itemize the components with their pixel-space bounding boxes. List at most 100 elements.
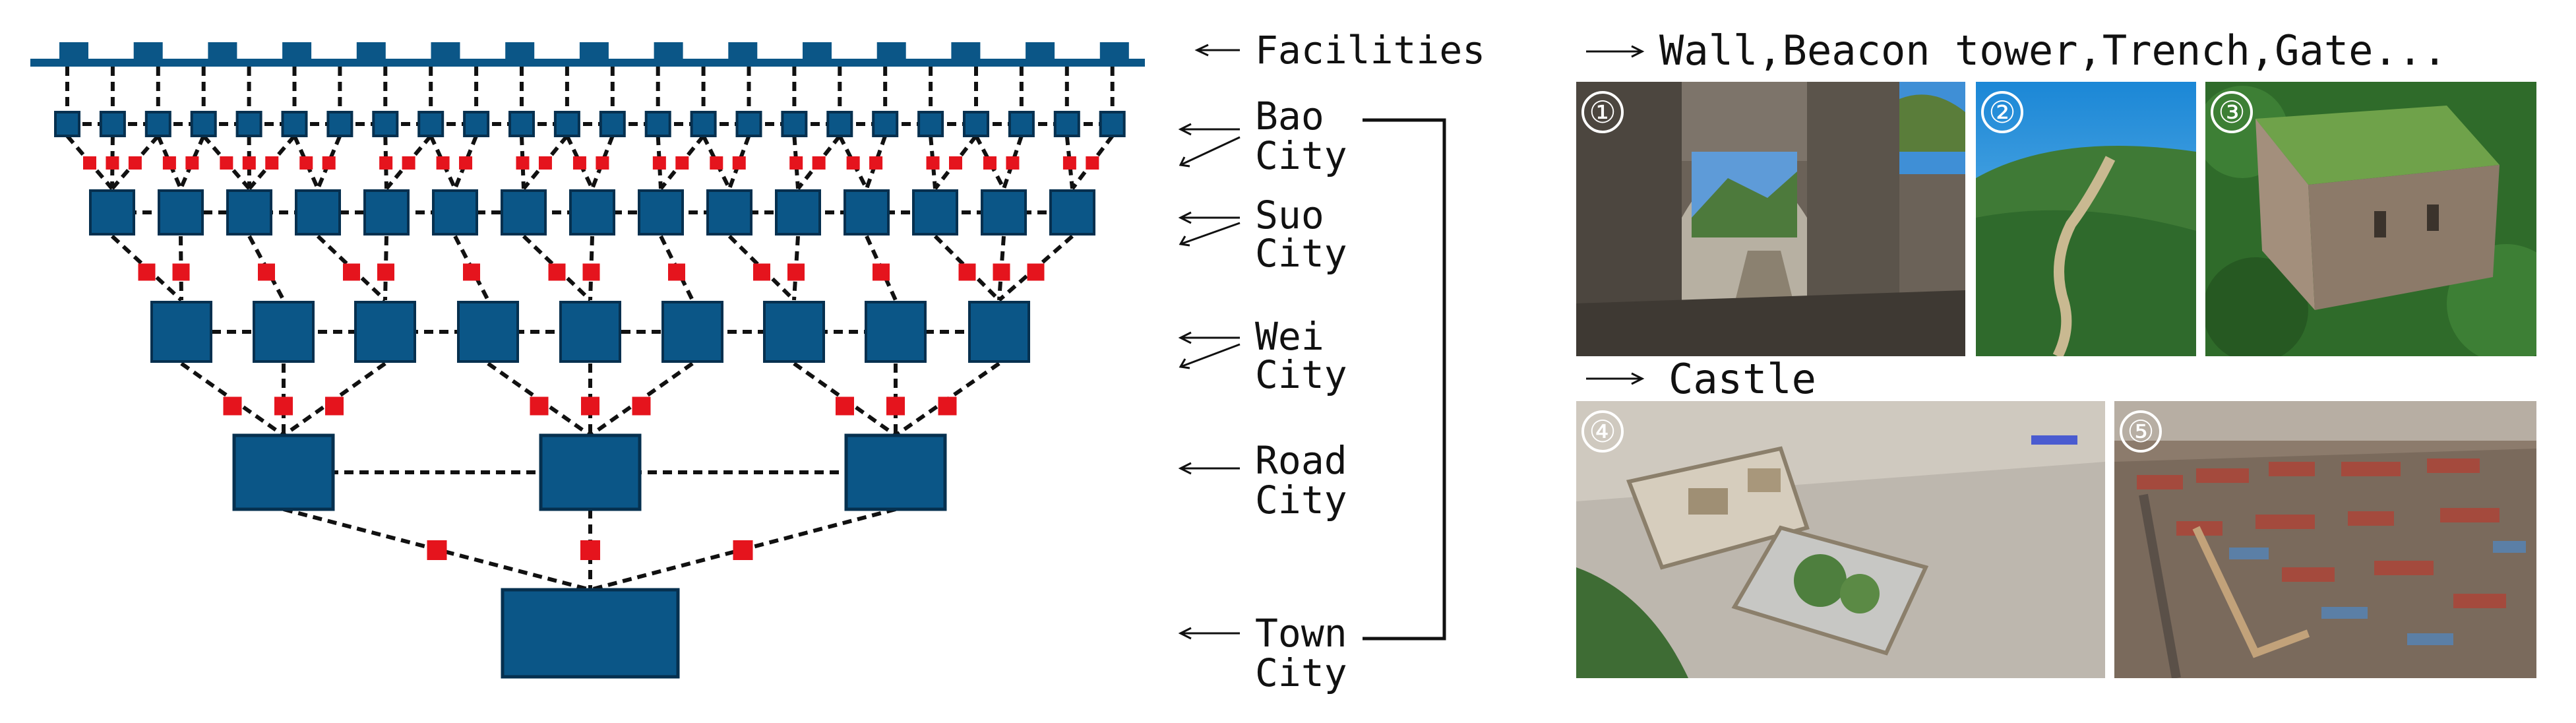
connector-square bbox=[787, 264, 805, 281]
facility-tab bbox=[728, 42, 757, 62]
connector-square bbox=[539, 156, 552, 170]
bao-city-node bbox=[919, 112, 942, 136]
facilities-label: Facilities bbox=[1255, 28, 1485, 73]
road-label: Road bbox=[1255, 438, 1347, 483]
connector-square bbox=[402, 156, 415, 170]
town-city-node bbox=[503, 590, 678, 677]
suo-city-node bbox=[159, 191, 202, 234]
connector-square bbox=[1027, 264, 1045, 281]
road-city-node bbox=[541, 435, 640, 509]
connector-square bbox=[322, 156, 336, 170]
castle-group-bracket bbox=[1363, 120, 1444, 639]
facilities-arrow-icon bbox=[1197, 45, 1240, 55]
facility-tab bbox=[59, 42, 88, 62]
connector-square bbox=[733, 156, 746, 170]
suo-city-node bbox=[570, 191, 614, 234]
connector-square bbox=[437, 156, 450, 170]
level-labels: Facilities Bao City Suo City Wei City bbox=[1181, 28, 1485, 695]
suo-city-node bbox=[776, 191, 820, 234]
connector-square bbox=[173, 264, 190, 281]
suo-city-node bbox=[913, 191, 957, 234]
bao-city-node bbox=[464, 112, 488, 136]
connector-square bbox=[927, 156, 940, 170]
connector-square bbox=[224, 397, 242, 416]
photo-1-number: ① bbox=[1589, 94, 1616, 130]
bao-city-node bbox=[328, 112, 352, 136]
wei-city-node bbox=[969, 302, 1029, 362]
connector-square bbox=[163, 156, 176, 170]
bao-city-node bbox=[1010, 112, 1033, 136]
bao-city-node bbox=[55, 112, 79, 136]
photo-beacon-tower bbox=[2196, 82, 2565, 363]
connector-square bbox=[427, 540, 447, 560]
bao-city-node bbox=[601, 112, 625, 136]
connector-square bbox=[299, 156, 313, 170]
bao-city-node bbox=[192, 112, 216, 136]
connector-square bbox=[258, 264, 275, 281]
facilities-heading: Wall,Beacon tower,Trench,Gate... bbox=[1586, 26, 2447, 75]
bao-city-label: City bbox=[1255, 133, 1347, 178]
bao-city-node bbox=[828, 112, 851, 136]
wei-city-node bbox=[764, 302, 824, 362]
suo-city-node bbox=[502, 191, 545, 234]
connector-square bbox=[632, 397, 651, 416]
connector-square bbox=[138, 264, 156, 281]
connector-square bbox=[220, 156, 233, 170]
connector-square bbox=[129, 156, 142, 170]
bao-city-node bbox=[692, 112, 716, 136]
connector-square bbox=[243, 156, 256, 170]
castle-heading-text: Castle bbox=[1669, 355, 1816, 403]
town-city-label: City bbox=[1255, 650, 1347, 695]
connector-square bbox=[463, 264, 480, 281]
connector-square bbox=[789, 156, 803, 170]
connector-square bbox=[583, 264, 600, 281]
connector-square bbox=[573, 156, 586, 170]
connector-square bbox=[710, 156, 723, 170]
road-city-node bbox=[846, 435, 945, 509]
castle-heading: Castle bbox=[1586, 355, 1816, 403]
suo-arrows-icon bbox=[1181, 212, 1240, 245]
right-arrow-icon bbox=[1586, 373, 1642, 384]
suo-city-node bbox=[296, 191, 340, 234]
connector-square bbox=[379, 156, 392, 170]
wei-city-node bbox=[152, 302, 211, 362]
bao-label: Bao bbox=[1255, 94, 1324, 139]
connector-square bbox=[549, 264, 566, 281]
road-city-label: City bbox=[1255, 478, 1347, 522]
suo-city-node bbox=[639, 191, 683, 234]
facility-tab bbox=[1100, 42, 1129, 62]
connector-square bbox=[668, 264, 685, 281]
wei-city-label: City bbox=[1255, 352, 1347, 397]
bao-city-node bbox=[782, 112, 806, 136]
bao-city-node bbox=[283, 112, 307, 136]
connector-square bbox=[581, 397, 599, 416]
facility-tab bbox=[431, 42, 460, 62]
connector-square bbox=[106, 156, 119, 170]
connector-square bbox=[873, 264, 890, 281]
connector-square bbox=[516, 156, 530, 170]
photo-arch-gate bbox=[1576, 82, 1965, 356]
suo-city-node bbox=[365, 191, 408, 234]
connector-square bbox=[813, 156, 826, 170]
connector-square bbox=[343, 264, 360, 281]
bao-city-node bbox=[101, 112, 125, 136]
facility-tab bbox=[282, 42, 311, 62]
bao-city-node bbox=[555, 112, 579, 136]
bao-city-node bbox=[964, 112, 988, 136]
facility-tab bbox=[803, 42, 832, 62]
connector-square bbox=[274, 397, 293, 416]
bao-city-node bbox=[419, 112, 443, 136]
facility-tab bbox=[580, 42, 609, 62]
connector-square bbox=[1086, 156, 1099, 170]
bao-city-node bbox=[646, 112, 670, 136]
photo-3-number: ③ bbox=[2218, 94, 2245, 130]
wei-city-node bbox=[355, 302, 415, 362]
facility-tab bbox=[1026, 42, 1055, 62]
bao-city-node bbox=[146, 112, 170, 136]
connector-square bbox=[993, 264, 1010, 281]
facility-tab bbox=[951, 42, 980, 62]
wei-city-node bbox=[866, 302, 925, 362]
connector-square bbox=[580, 540, 600, 560]
facility-tab bbox=[134, 42, 163, 62]
